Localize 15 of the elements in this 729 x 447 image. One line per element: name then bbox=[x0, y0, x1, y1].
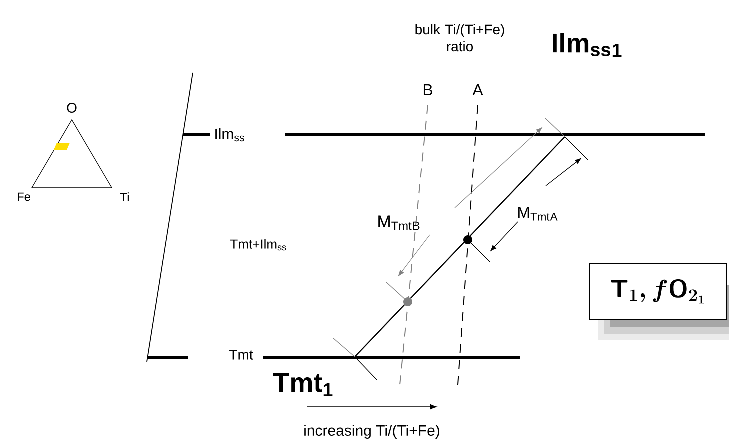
phase-label: Ilm$_{ss1}$ bbox=[553, 33, 622, 57]
phase-label: Tmt bbox=[230, 350, 254, 360]
line-label: B bbox=[424, 84, 432, 96]
vertex-label: Ti bbox=[120, 192, 129, 202]
axis-title: bulk Ti/(Ti+Fe) ratio bbox=[416, 24, 504, 52]
length-label: M$_{TmtB}$ bbox=[378, 216, 420, 230]
length-label: M$_{TmtA}$ bbox=[518, 207, 558, 221]
vertex-label: Fe bbox=[18, 192, 30, 202]
axis-label: increasing Ti/(Ti+Fe) bbox=[304, 425, 440, 439]
label-box: $\mathsf{T}_{1}, f\mathsf{O}_{2_{1}}$ bbox=[589, 263, 729, 340]
vertex-label: O bbox=[67, 103, 77, 113]
phase-label: Tmt$_{1}$ bbox=[274, 373, 333, 396]
line-label: A bbox=[472, 84, 484, 96]
field-label: Tmt+Ilm$_{ss}$ bbox=[230, 239, 286, 251]
phase-label: Ilm$_{ss}$ bbox=[216, 128, 244, 142]
